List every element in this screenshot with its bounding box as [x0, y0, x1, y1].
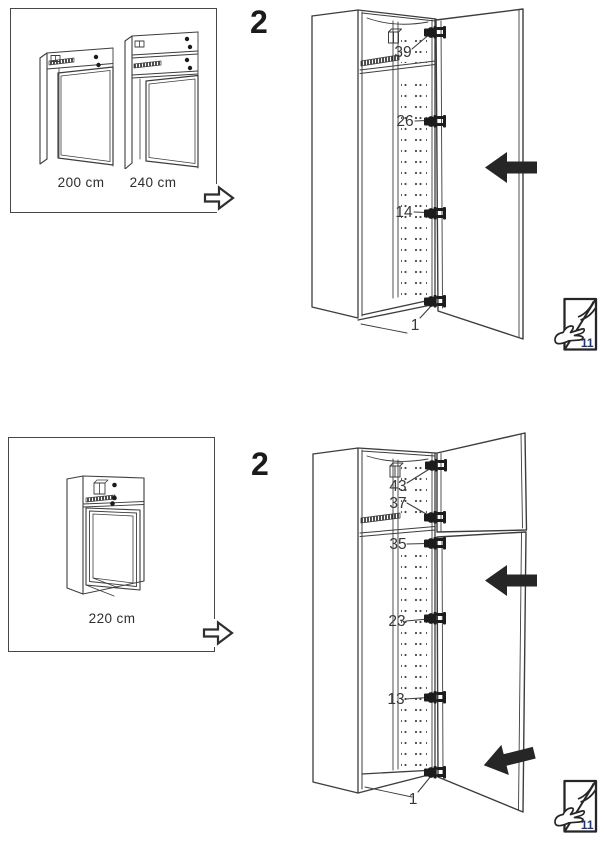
- wardrobe-variants-drawing: [39, 31, 199, 169]
- hinge-position-label: 37: [389, 495, 406, 512]
- page-number-label: 11: [581, 818, 594, 832]
- close-door-arrow-icon: [485, 152, 537, 183]
- hinge-icon: [423, 114, 447, 129]
- size-variant-box-bottom: 220 cm: [8, 437, 215, 652]
- hinge-position-label: 35: [389, 536, 406, 553]
- page-number-label: 11: [581, 336, 594, 350]
- wall-bracket-icon: [388, 28, 402, 44]
- hand-icon: [554, 325, 586, 345]
- hinge-icon: [423, 510, 447, 525]
- step-number-top: 2: [250, 4, 268, 40]
- hinge-position-label: 23: [388, 613, 405, 630]
- clothes-rail: [360, 512, 401, 524]
- wardrobe-220cm-drawing: [66, 475, 145, 597]
- shelf-peg-holes: [401, 550, 427, 768]
- shelf-peg-holes: [401, 79, 427, 295]
- hinge-position-label: 1: [409, 791, 418, 808]
- hinge-position-label: 13: [387, 691, 404, 708]
- close-door-arrow-icon: [483, 744, 536, 776]
- hinge-position-label: 39: [394, 44, 411, 61]
- size-label-220: 220 cm: [88, 611, 136, 626]
- hinge-position-label: 43: [389, 478, 406, 495]
- wardrobe-variant-drawing: [66, 475, 145, 597]
- size-label-240: 240 cm: [129, 175, 177, 190]
- wardrobe-assembly-drawing-top: 39 26 14 1: [311, 8, 537, 340]
- wardrobe-240cm-drawing: [124, 31, 199, 169]
- size-label-200: 200 cm: [57, 175, 105, 190]
- hinge-position-label: 14: [395, 204, 413, 221]
- size-variant-box-top: 200 cm 240 cm: [10, 8, 217, 213]
- step-number-bottom: 2: [251, 446, 269, 482]
- cabinet-outline: [312, 447, 437, 798]
- open-door: [435, 8, 524, 340]
- open-door-main: [436, 531, 527, 813]
- close-door-arrow-icon: [485, 565, 537, 596]
- hinge-icon: [423, 536, 447, 551]
- wardrobe-assembly-drawing-bottom: 43 37 35 23 13 1: [312, 432, 537, 813]
- clothes-rail: [360, 54, 400, 67]
- hand-icon: [554, 807, 586, 827]
- open-door-top: [436, 432, 528, 533]
- cabinet-outline: [311, 9, 437, 334]
- next-step-arrow-icon: [199, 619, 235, 647]
- hinge-position-label: 1: [411, 317, 420, 334]
- hinge-icon: [423, 206, 447, 221]
- wardrobe-200cm-drawing: [39, 47, 114, 167]
- page-flip-icon: 11: [552, 297, 600, 361]
- next-step-arrow-icon: [200, 184, 236, 212]
- page-flip-icon: 11: [552, 779, 600, 843]
- hinge-position-label: 26: [396, 113, 413, 130]
